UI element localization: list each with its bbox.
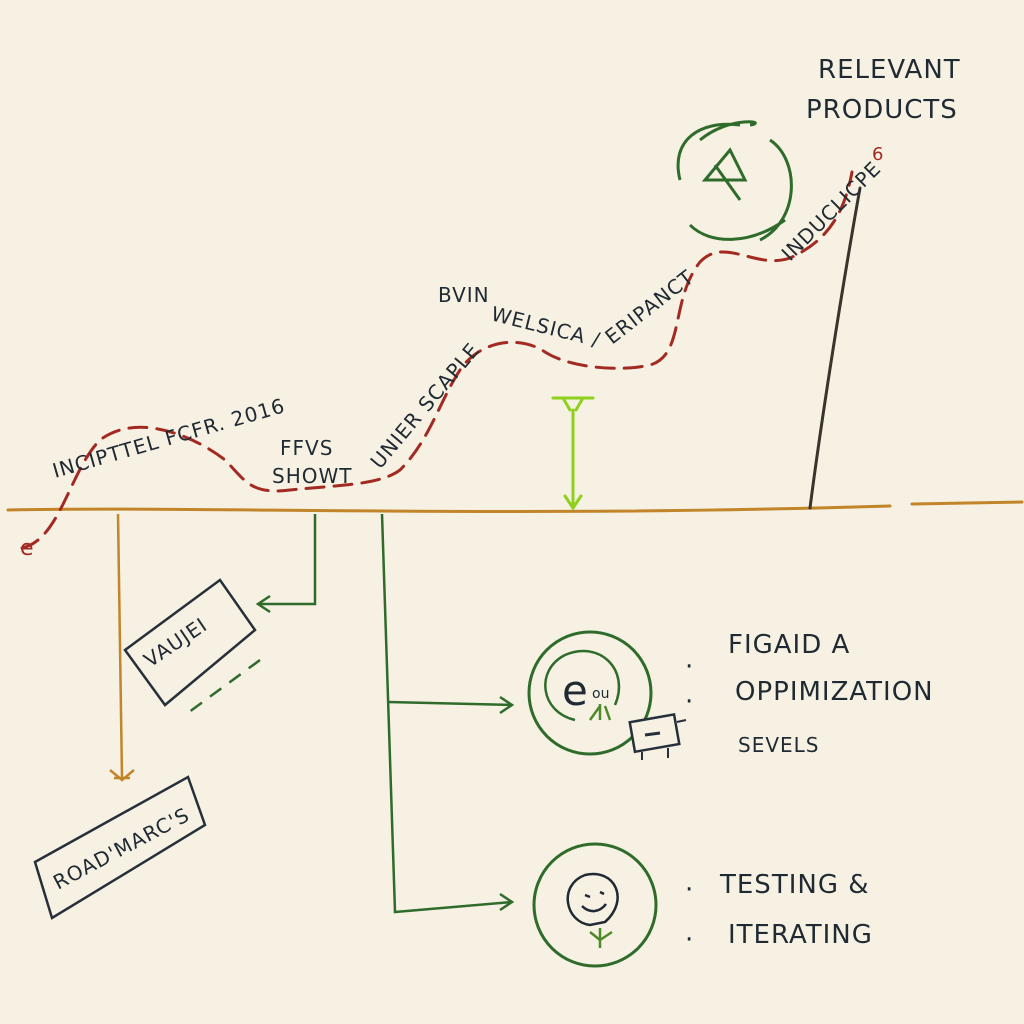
device-icon: [628, 712, 687, 760]
branch-value: [258, 514, 317, 606]
item1-line1: FIGAID A: [728, 630, 850, 660]
item1-line3: SEVELS: [738, 733, 820, 757]
branch-main: [380, 513, 513, 914]
item1-bullet2: ·: [685, 687, 693, 717]
baseline-tail: [910, 500, 1024, 506]
item2-bullet2: ·: [685, 925, 693, 955]
face-icon: [566, 872, 619, 927]
header-line2: PRODUCTS: [806, 95, 958, 125]
branch-arrow-1: [387, 700, 513, 707]
recycle-icon: [676, 120, 793, 242]
item1-bullet1: ·: [685, 652, 693, 682]
item2-line2: ITERATING: [728, 920, 873, 950]
testing-circle: [532, 842, 658, 968]
path-label-3: UNIER SCAPLE: [365, 338, 484, 473]
path-label-2b: SHOWT: [272, 464, 352, 488]
path-label-4b: WELSICA /: [489, 302, 603, 352]
roadmap-box: ROAD'MARC'S: [33, 775, 207, 920]
value-box-label: VAUJEI: [139, 612, 211, 672]
value-box: VAUJEI: [123, 578, 257, 707]
path-label-5: ERIPANCT: [600, 265, 698, 349]
path-label-6: INDUCLICPE: [777, 156, 886, 265]
path-label-4a: BVIN: [438, 283, 490, 307]
item1-line2: OPPIMIZATION: [735, 677, 934, 707]
path-start-mark: e: [20, 536, 34, 561]
roadmap-box-label: ROAD'MARC'S: [49, 802, 193, 894]
lime-marker: [551, 396, 595, 511]
circle1-small: ou: [592, 686, 609, 702]
circle1-glyph: e: [562, 666, 588, 715]
path-label-2a: FFVS: [280, 436, 333, 460]
path-label-1: INCIPTTEL FCFR. 2016: [50, 393, 288, 482]
baseline: [6, 504, 892, 513]
path-end-mark: 6: [872, 144, 883, 165]
item2-line1: TESTING &: [719, 870, 870, 900]
plant-icon: [589, 928, 613, 948]
value-dashes: [184, 658, 261, 717]
leaf-icon: [588, 704, 612, 721]
rise-line: [808, 186, 862, 510]
growth-path: [20, 170, 854, 550]
branch-roadmap: [116, 513, 124, 779]
header-line1: RELEVANT: [818, 55, 961, 85]
optimization-circle: e ou: [527, 630, 687, 760]
item2-bullet1: ·: [685, 875, 693, 905]
